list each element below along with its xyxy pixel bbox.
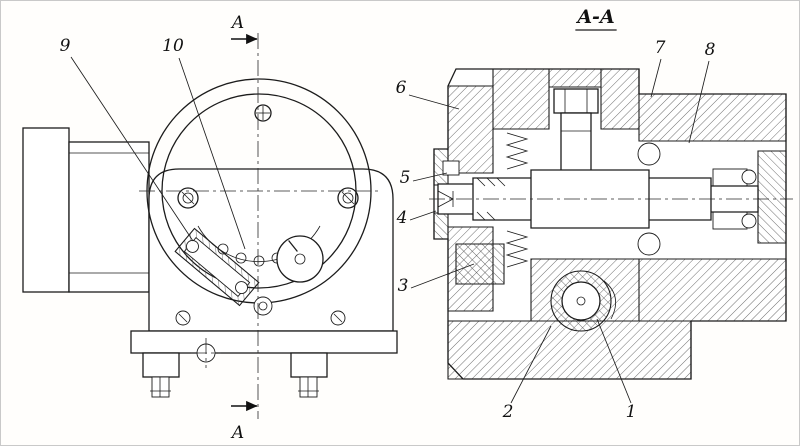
callout-4-leader: [409, 210, 437, 221]
section-title: A-A: [575, 6, 614, 28]
top-plug-stem: [560, 112, 592, 172]
hand-knob-slot: [288, 240, 298, 252]
pivot-bolt-left-slot: [181, 191, 195, 205]
callout-10-leader: [178, 57, 246, 250]
callout-8-label: 8: [705, 40, 716, 60]
housing-walls-hatching: [447, 68, 787, 380]
callout-10: 10: [162, 36, 246, 250]
callout-1: 1: [596, 318, 637, 422]
base-hole: [191, 338, 221, 368]
base-foot-left: [142, 352, 180, 378]
shaft-thread-ticks: [476, 177, 506, 221]
cover-screw-bottom-left: [175, 310, 191, 326]
spring-stack: [505, 132, 529, 268]
intermediate-block: [68, 141, 150, 293]
callout-2-leader: [510, 325, 552, 404]
callout-6-leader: [408, 94, 460, 110]
callout-6: 6: [396, 78, 460, 110]
cover-screw-br-slot: [333, 313, 343, 323]
callout-8: 8: [688, 40, 716, 144]
pivot-bolt-right-inner: [342, 192, 354, 204]
callout-6-label: 6: [396, 78, 407, 98]
callout-7-label: 7: [655, 38, 666, 58]
callout-3: 3: [398, 263, 475, 296]
gear-roller: [235, 252, 247, 264]
plunger-outer: [253, 296, 273, 316]
plunger-inner: [258, 301, 268, 311]
callout-5-label: 5: [400, 168, 411, 188]
pivot-bolt-right-slot: [341, 191, 355, 205]
bearing-ball-top: [637, 142, 661, 166]
callout-7-leader: [650, 58, 662, 98]
callout-5-leader: [412, 172, 448, 182]
nose-set-screw: [442, 160, 460, 176]
callout-9-leader: [70, 56, 194, 242]
housing-body: [148, 168, 394, 332]
cover-screw-bl-slot: [178, 313, 188, 323]
pivot-bolt-left-outer: [177, 187, 199, 209]
callout-8-leader: [688, 60, 710, 144]
bearing-ball-bottom: [637, 232, 661, 256]
hand-knob: [276, 235, 324, 283]
top-bolt: [254, 104, 272, 122]
callout-1-label: 1: [626, 402, 637, 422]
worm-bushing-center: [576, 296, 586, 306]
cover-screw-bottom-right: [330, 310, 346, 326]
pivot-bolt-right-outer: [337, 187, 359, 209]
pivot-bolt-right: [337, 187, 359, 209]
callout-2: 2: [502, 325, 552, 422]
base-foot-right: [290, 352, 328, 378]
left-flange-plate: [22, 127, 70, 293]
anchor-bolt-left-body: [151, 376, 170, 398]
callout-7: 7: [650, 38, 666, 98]
base-assembly: [130, 330, 398, 398]
callout-1-leader: [596, 318, 632, 404]
anchor-bolt-right: [298, 376, 319, 398]
hand-knob-outer: [276, 235, 324, 283]
top-plug: [553, 88, 599, 172]
callout-9: 9: [60, 36, 194, 242]
callout-9-label: 9: [60, 36, 71, 56]
callout-10-label: 10: [162, 36, 184, 56]
worm-bushing: [550, 270, 617, 332]
callout-3-leader: [410, 263, 475, 289]
section-label-bottom: A: [230, 423, 244, 443]
section-view-a-a: A-A 6 5 4 3 2 1 7: [396, 6, 793, 422]
pivot-bolt-left-inner: [182, 192, 194, 204]
end-bearing: [741, 169, 757, 229]
main-bearing: [637, 142, 661, 256]
front-view: A A 9 10: [22, 13, 398, 443]
shaft-center-drill: [437, 190, 454, 208]
callout-3-label: 3: [398, 276, 409, 296]
end-bearing-ball-bottom: [741, 213, 757, 229]
anchor-bolt-left: [150, 376, 171, 398]
worm-bushing-bore: [561, 281, 601, 321]
hand-knob-center: [294, 253, 306, 265]
top-plug-cap: [553, 88, 599, 114]
plunger: [253, 296, 273, 316]
callout-5: 5: [400, 168, 448, 188]
pivot-bolt-left: [177, 187, 199, 209]
clamp-lever-pin-upper: [186, 239, 199, 253]
callout-4: 4: [396, 208, 437, 228]
anchor-bolt-right-body: [299, 376, 318, 398]
callout-4-label: 4: [396, 208, 408, 228]
base-plate: [130, 330, 398, 354]
callout-2-label: 2: [502, 402, 514, 422]
clamp-lever: [174, 227, 260, 307]
section-label-top: A: [230, 13, 244, 33]
gear-roller: [253, 255, 265, 267]
top-bolt-outer: [254, 104, 272, 122]
oil-scoop-curve: [603, 280, 617, 320]
end-bearing-ball-top: [741, 169, 757, 185]
clamp-lever-pin-lower: [235, 281, 248, 295]
